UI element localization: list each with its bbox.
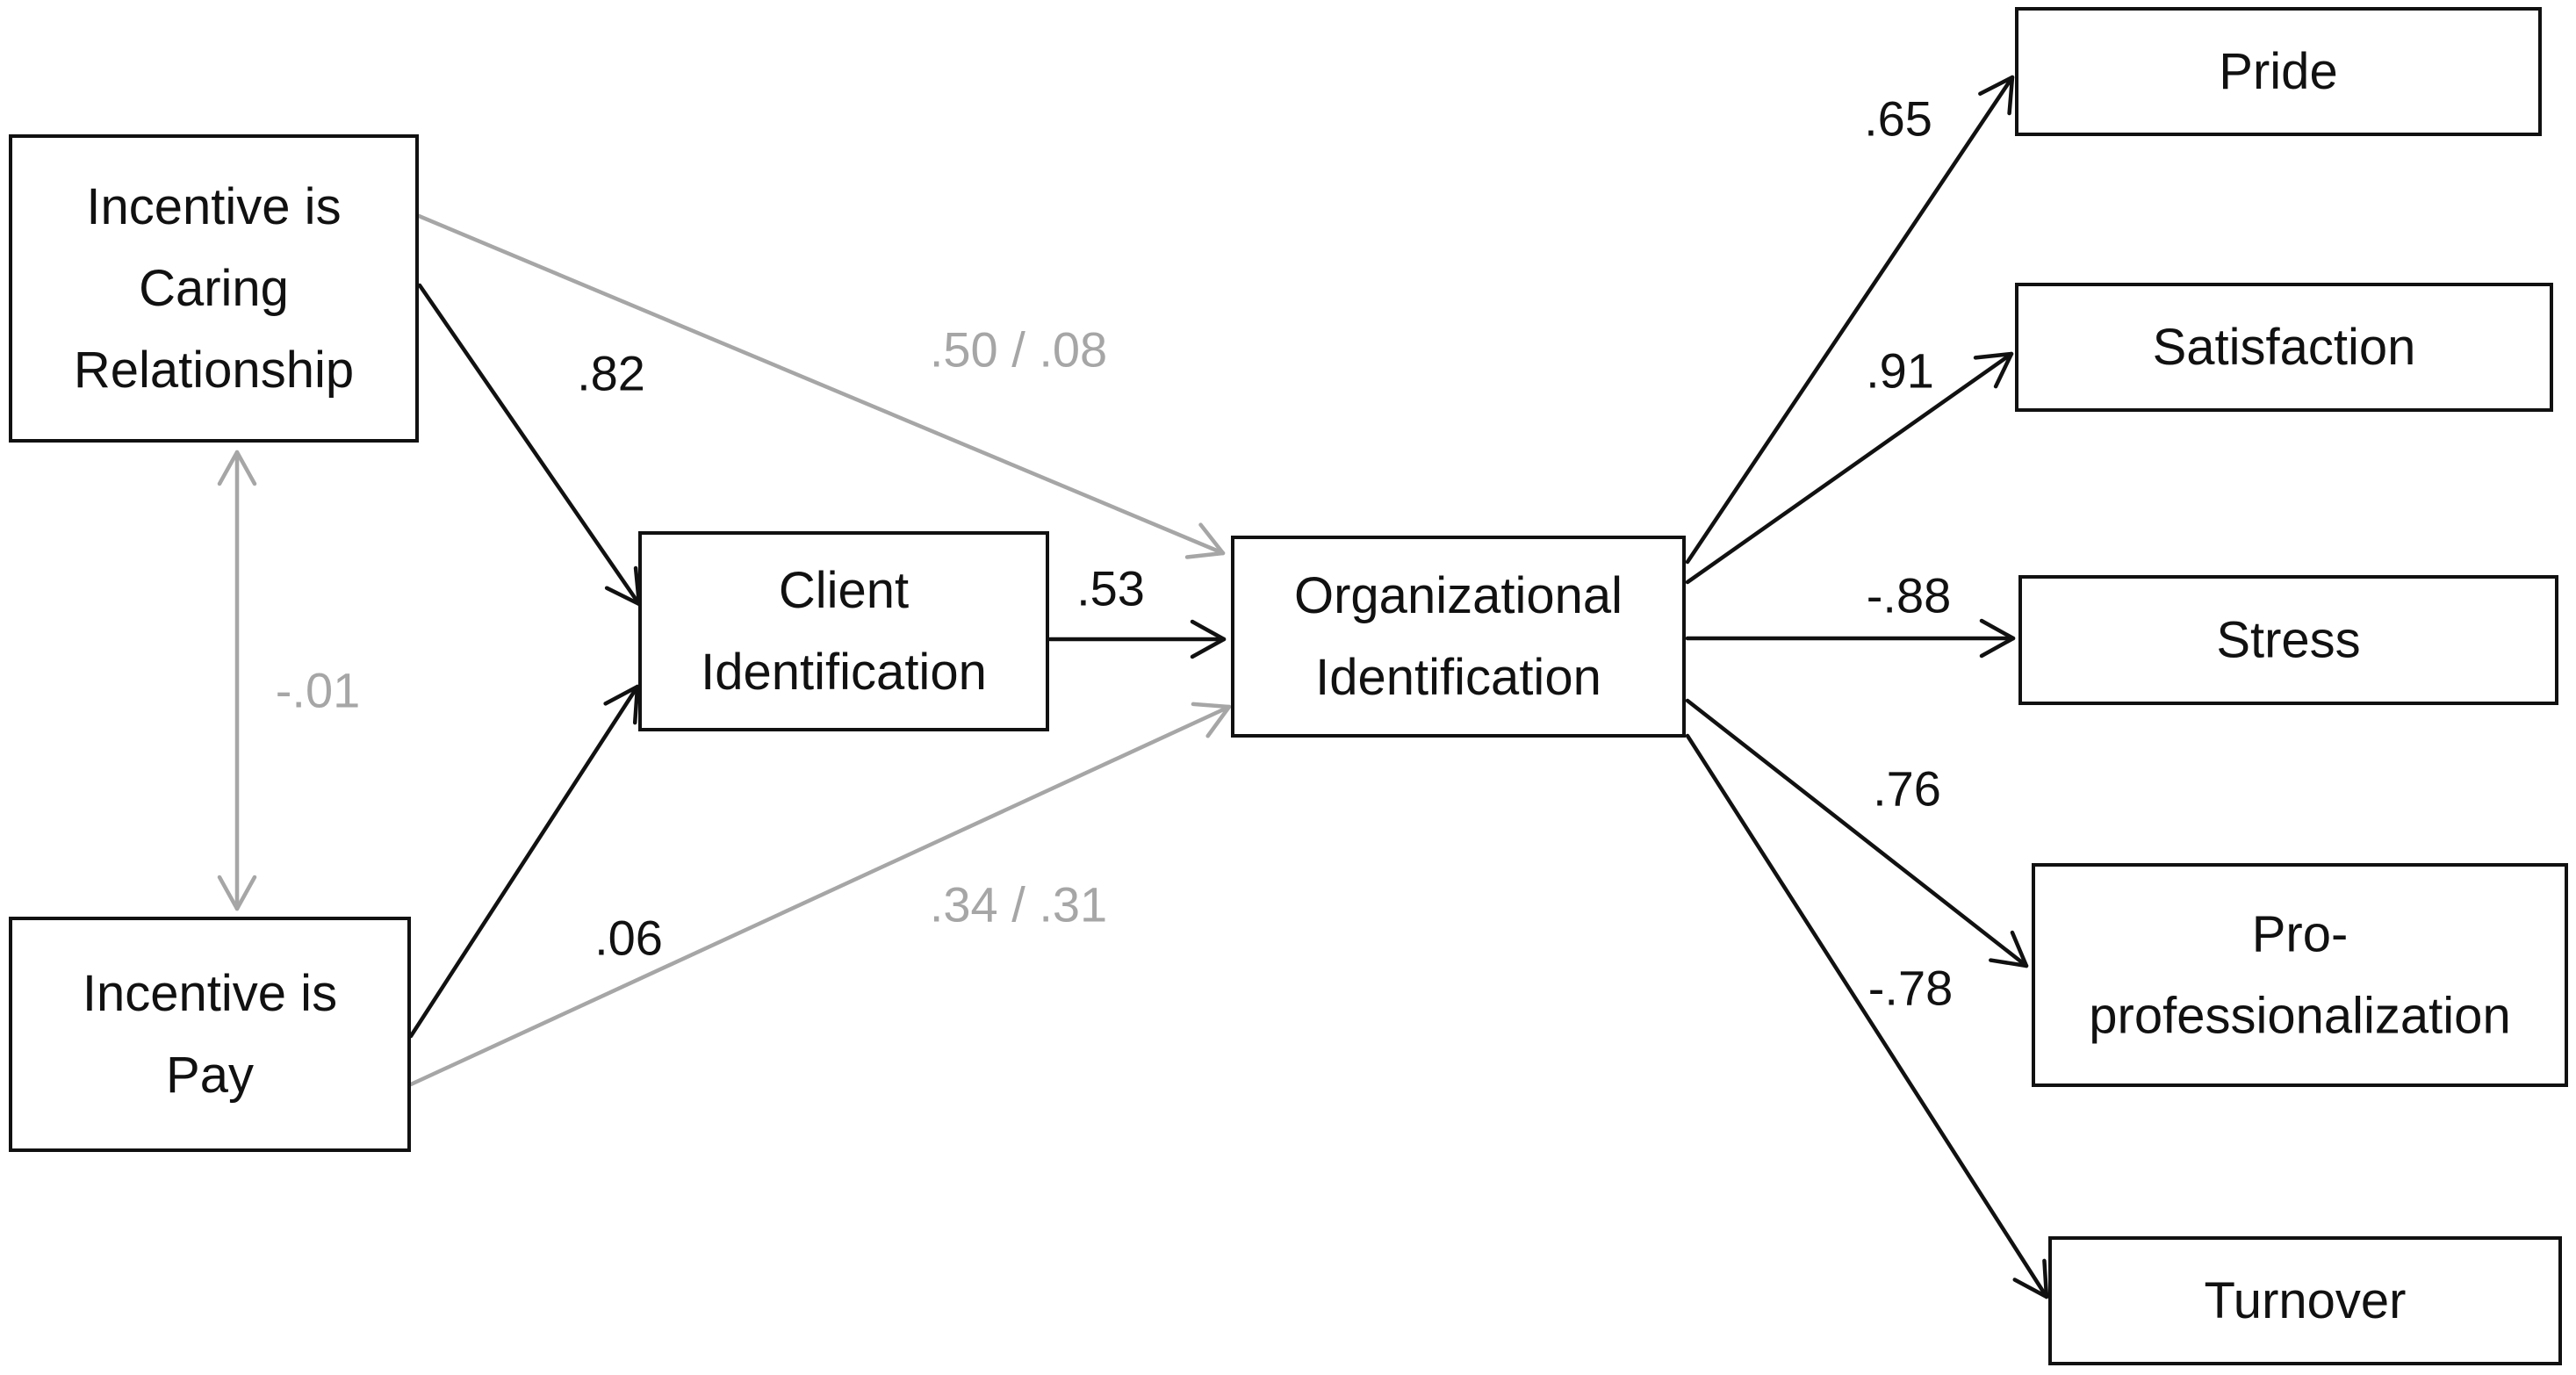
edge-caring-client-label: .82 — [577, 346, 645, 401]
edge-pay-client-label: .06 — [594, 911, 663, 966]
edge-caring-pay — [217, 450, 257, 911]
edge-pay-org-line — [408, 704, 1232, 1087]
node-pro: Pro-professionalization — [2032, 863, 2568, 1087]
node-pay-box — [9, 917, 411, 1152]
edge-org-pro-arrowhead — [1989, 930, 2029, 968]
node-org-label: Identification — [1315, 649, 1601, 706]
node-caring-box — [9, 134, 419, 443]
edge-org-pride-arrowhead — [1978, 75, 2015, 116]
node-client-box — [638, 531, 1049, 731]
edge-org-stress-arrowhead — [1979, 618, 2016, 659]
edge-org-satisfaction-arrowhead — [1973, 351, 2014, 389]
edge-caring-pay-arrowhead-start — [217, 450, 257, 486]
edge-org-turnover-label: -.78 — [1868, 961, 1954, 1016]
node-pride-box — [2015, 7, 2542, 136]
edge-org-pride-line — [1685, 75, 2015, 565]
edge-org-stress — [1685, 618, 2016, 659]
node-pro-label: Pro- — [2252, 906, 2349, 963]
node-caring-label: Incentive is — [86, 178, 341, 235]
edges-layer — [217, 75, 2049, 1299]
edge-caring-client-line — [417, 283, 642, 607]
node-turnover-box — [2048, 1236, 2562, 1365]
edge-caring-org-line — [410, 211, 1226, 556]
node-pride-label: Pride — [2219, 43, 2337, 100]
edge-org-satisfaction — [1685, 351, 2014, 585]
edge-caring-pay-arrowhead — [217, 875, 257, 911]
edge-labels-layer: .82 .50 / .08 -.01 .06 .34 / .31 .53 .65 .91 -.8… — [276, 91, 1954, 1016]
edge-org-pro-line — [1685, 698, 2029, 968]
node-org-box — [1231, 536, 1686, 738]
edge-pay-org — [408, 702, 1232, 1087]
node-client-label: Client — [779, 562, 909, 619]
node-stress: Stress — [2018, 575, 2558, 705]
edge-org-satisfaction-line — [1685, 351, 2014, 585]
node-satisfaction: Satisfaction — [2015, 283, 2553, 412]
node-stress-box — [2018, 575, 2558, 705]
node-turnover-label: Turnover — [2205, 1272, 2407, 1329]
edge-org-turnover-line — [1685, 733, 2049, 1299]
node-pay: Incentive is Pay — [9, 917, 411, 1152]
edge-org-pro-label: .76 — [1873, 761, 1941, 817]
edge-org-satisfaction-label: .91 — [1866, 343, 1934, 399]
edge-client-org-label: .53 — [1076, 561, 1145, 616]
edge-pay-client — [408, 684, 640, 1039]
node-pro-box — [2032, 863, 2568, 1087]
node-pride: Pride — [2015, 7, 2542, 136]
edge-pay-client-line — [408, 684, 640, 1039]
node-pro-label: professionalization — [2089, 988, 2510, 1045]
edge-pay-org-arrowhead — [1191, 702, 1232, 738]
node-satisfaction-label: Satisfaction — [2153, 319, 2416, 376]
edge-caring-org — [410, 211, 1226, 559]
edge-org-pride — [1685, 75, 2015, 565]
node-client-label: Identification — [701, 644, 987, 701]
node-caring-label: Relationship — [74, 342, 354, 399]
edge-pay-org-label: .34 / .31 — [930, 877, 1107, 932]
edge-caring-org-arrowhead — [1184, 522, 1226, 559]
edge-pay-client-arrowhead — [603, 684, 640, 725]
node-satisfaction-box — [2015, 283, 2553, 412]
nodes-layer: Incentive isCaringRelationshipIncentive … — [9, 7, 2568, 1365]
edge-caring-org-label: .50 / .08 — [930, 322, 1107, 378]
node-caring-label: Caring — [139, 260, 289, 317]
node-pay-label: Pay — [166, 1047, 254, 1104]
edge-org-pride-label: .65 — [1864, 91, 1932, 147]
node-org-label: Organizational — [1294, 567, 1623, 624]
edge-org-pro — [1685, 698, 2029, 968]
node-stress-label: Stress — [2216, 612, 2360, 669]
edge-org-turnover — [1685, 733, 2049, 1299]
node-pay-label: Incentive is — [83, 965, 337, 1022]
edge-client-org-arrowhead — [1190, 619, 1227, 659]
edge-client-org — [1047, 619, 1227, 659]
node-turnover: Turnover — [2048, 1236, 2562, 1365]
edge-org-stress-label: -.88 — [1867, 568, 1952, 623]
edge-caring-pay-label: -.01 — [276, 663, 361, 718]
edge-org-turnover-arrowhead — [2012, 1258, 2049, 1299]
